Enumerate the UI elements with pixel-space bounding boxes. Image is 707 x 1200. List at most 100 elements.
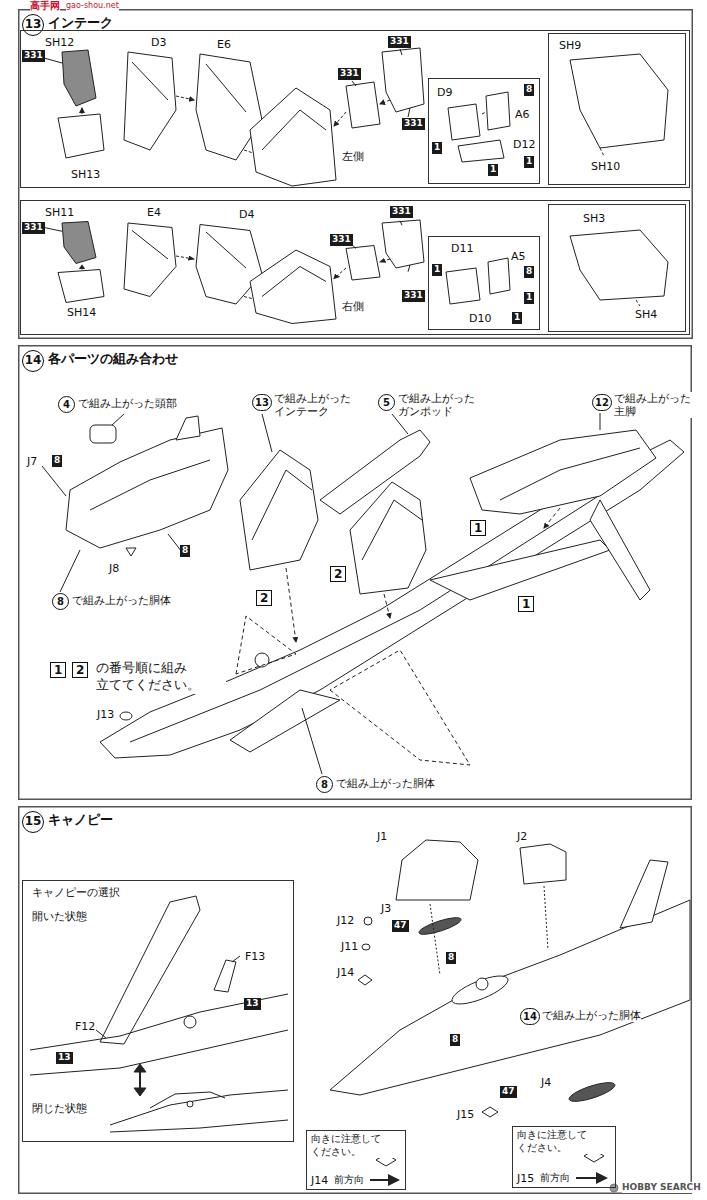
paint-code: 331 <box>402 118 425 130</box>
paint-code: 331 <box>22 222 45 234</box>
part-number: J11 <box>340 940 359 953</box>
part-number: D9 <box>436 86 453 99</box>
paint-code: 8 <box>450 1034 460 1046</box>
step-reference: 12 <box>592 394 612 411</box>
paint-code: 1 <box>432 264 442 276</box>
watermark: gao-shou.net <box>66 1 119 11</box>
direction-text: 前方向 <box>540 1172 570 1184</box>
caution-text: 向きに注意して ください。 <box>311 1133 403 1158</box>
paint-code: 1 <box>524 292 534 304</box>
parts-box: SH3SH4 <box>548 204 686 332</box>
step-title: キャノピー <box>48 812 113 828</box>
assembly-frame: 左側 D9 8A6 1 D12 1 1 SH9SH10 <box>20 30 690 188</box>
intake-parts <box>44 48 424 186</box>
step-reference: 4 <box>58 396 75 413</box>
note-text: キャノピーの選択 <box>32 886 120 899</box>
note-text: で組み上がった胴体 <box>336 777 435 790</box>
part-number: SH3 <box>582 212 606 225</box>
part-number: F13 <box>244 950 266 963</box>
order-number: 1 <box>518 596 534 612</box>
paint-code: 331 <box>22 50 45 62</box>
step-number: 15 <box>22 811 44 833</box>
watermark: 高手网 <box>30 0 60 12</box>
part-number: D10 <box>468 312 492 325</box>
note-text: の番号順に組み 立ててください。 <box>96 660 226 694</box>
part-number: J2 <box>516 830 528 843</box>
paint-code: 331 <box>388 36 411 48</box>
step-reference: 14 <box>520 1008 540 1025</box>
part-number: J7 <box>26 455 38 468</box>
paint-code: 8 <box>180 545 190 557</box>
paint-code: 331 <box>330 234 353 246</box>
part-number: D11 <box>450 242 474 255</box>
paint-code: 1 <box>512 312 522 324</box>
paint-code: 1 <box>524 156 534 168</box>
part-number: D12 <box>512 138 536 151</box>
note-text: で組み上がった胴体 <box>72 594 171 607</box>
paint-code: 8 <box>52 455 62 467</box>
paint-code: 47 <box>392 920 409 932</box>
part-number: E6 <box>216 38 232 51</box>
paint-code: 8 <box>524 84 534 96</box>
part-number: J15 <box>516 1172 535 1185</box>
note-text: 閉じた状態 <box>32 1102 87 1115</box>
order-number: 2 <box>72 662 88 678</box>
step-panel: 13インテーク左側D98A61D1211SH9SH10右側D111A581D10… <box>18 9 693 339</box>
part-number: A6 <box>514 108 531 121</box>
order-number: 1 <box>50 662 66 678</box>
part-number: D4 <box>238 208 255 221</box>
part-number: SH13 <box>70 168 101 181</box>
paint-code: 13 <box>56 1052 73 1064</box>
paint-code: 1 <box>432 142 442 154</box>
step-panel: 15キャノピーキャノピーの選択開いた状態 F12 13 F13 13 閉じた状態向きに注意… <box>18 806 692 1194</box>
part-number: SH10 <box>590 160 621 173</box>
note-text: で組み上がった インテーク <box>274 392 364 418</box>
note-text: で組み上がった ガンポッド <box>398 392 490 418</box>
paint-code: 331 <box>338 68 361 80</box>
part-number: SH9 <box>558 39 582 52</box>
step-reference: 8 <box>52 593 69 610</box>
paint-code: 13 <box>244 998 261 1010</box>
part-number: SH4 <box>634 308 658 321</box>
step-reference: 8 <box>316 776 333 793</box>
part-number: J1 <box>376 830 388 843</box>
part-number: E4 <box>146 206 162 219</box>
paint-code: 8 <box>524 266 534 278</box>
part-number: J3 <box>380 902 392 915</box>
paint-code: 8 <box>446 952 456 964</box>
part-number: SH12 <box>44 36 75 49</box>
parts-box: SH9SH10 <box>548 33 686 185</box>
part-number: J12 <box>336 914 355 927</box>
parts-box: D111A581D101 <box>428 236 540 330</box>
assembly-frame: 右側D111A581D101SH3SH4 <box>20 200 690 335</box>
part-number: J8 <box>108 562 120 575</box>
paint-code: 1 <box>488 164 498 176</box>
note-text: で組み上がった 主脚 <box>614 392 694 418</box>
part-number: SH11 <box>44 206 75 219</box>
note-text: で組み上がった頭部 <box>78 397 177 410</box>
paint-code: 47 <box>500 1086 517 1098</box>
note-text: で組み上がった胴体 <box>542 1009 641 1022</box>
part-number: J13 <box>96 708 115 721</box>
caution-box: 向きに注意して ください。 J15 前方向 <box>512 1126 616 1188</box>
order-number: 2 <box>330 566 346 582</box>
paint-code: 331 <box>402 290 425 302</box>
note-text: 開いた状態 <box>32 910 87 923</box>
step-reference: 13 <box>252 394 272 411</box>
paint-code: 331 <box>390 206 413 218</box>
part-number: F12 <box>74 1020 96 1033</box>
order-number: 2 <box>256 590 272 606</box>
part-number: J14 <box>310 1174 329 1187</box>
step-title: 各パーツの組み合わせ <box>48 351 178 367</box>
part-number: J4 <box>540 1076 552 1089</box>
caution-text: 向きに注意して ください。 <box>517 1129 609 1154</box>
note-text: 右側 <box>342 300 364 313</box>
part-number: D3 <box>150 36 167 49</box>
note-text: 左側 <box>342 150 364 163</box>
caution-box: 向きに注意して ください。J14前方向 <box>306 1130 406 1190</box>
order-number: 1 <box>470 520 486 536</box>
part-number: A5 <box>510 250 527 263</box>
watermark: HOBBY SEARCH <box>622 1182 701 1193</box>
step-title: インテーク <box>48 15 113 31</box>
